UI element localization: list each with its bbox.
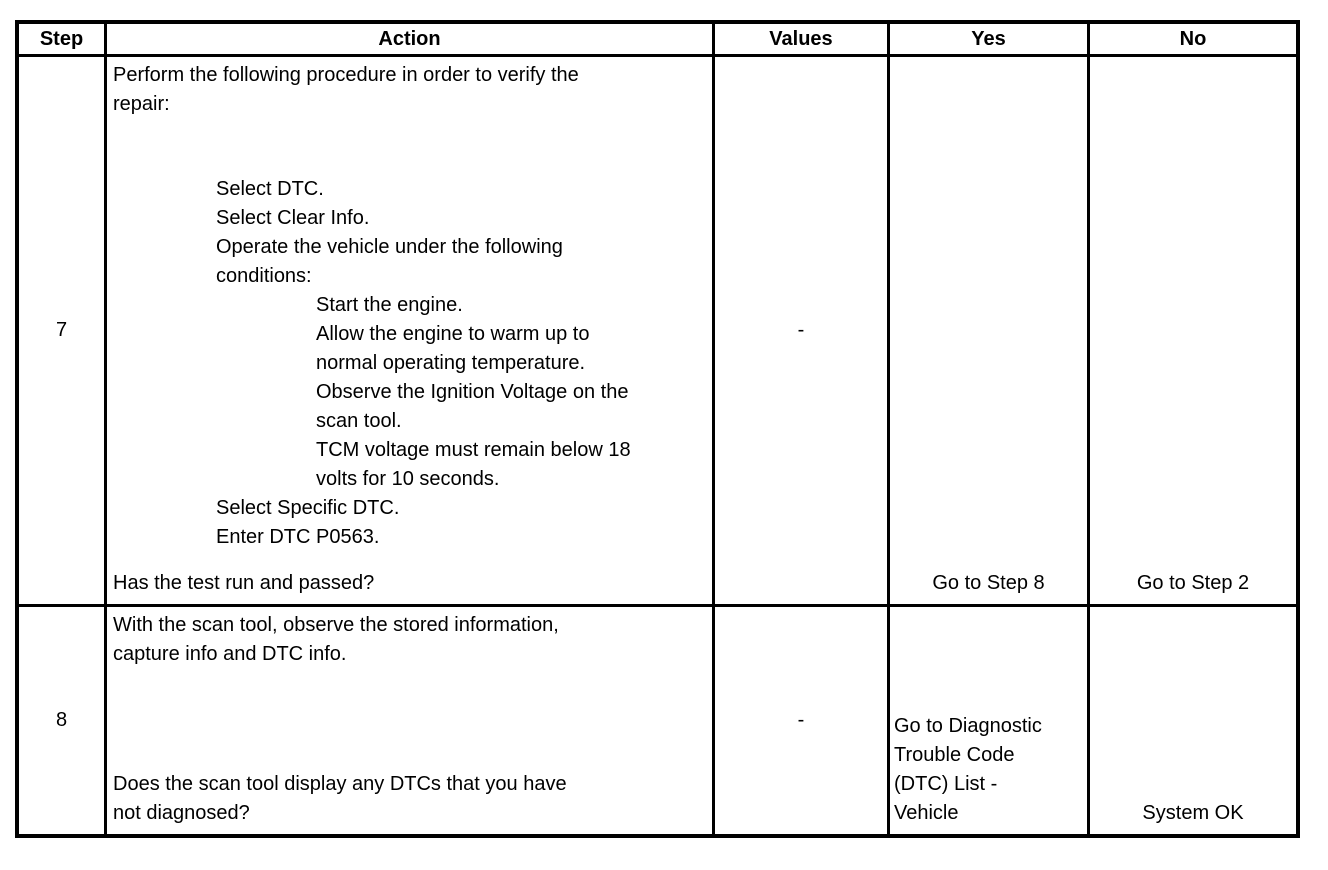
no-cell-step8: System OK	[1090, 607, 1296, 834]
yes-goto-text: Trouble Code	[894, 744, 1015, 766]
action-intro-line: With the scan tool, observe the stored i…	[113, 614, 559, 636]
action-list-line: volts for 10 seconds.	[316, 468, 500, 490]
header-action: Action	[107, 24, 712, 54]
no-cell-step7: Go to Step 2	[1090, 57, 1296, 604]
action-list-line: conditions:	[216, 265, 312, 287]
yes-goto-text: (DTC) List -	[894, 773, 998, 795]
action-intro-line: repair:	[113, 93, 170, 115]
values-cell-step8: -	[715, 607, 887, 834]
no-goto-text: Go to Step 2	[1136, 572, 1250, 594]
action-list-line: Allow the engine to warm up to	[316, 323, 590, 345]
action-cell-step7: Perform the following procedure in order…	[107, 57, 712, 604]
action-question-line: not diagnosed?	[113, 802, 250, 824]
header-yes: Yes	[890, 24, 1087, 54]
action-list-line: Operate the vehicle under the following	[216, 236, 563, 258]
action-list-line: Observe the Ignition Voltage on the	[316, 381, 629, 403]
step-number-7: 7	[19, 57, 104, 604]
action-list-line: Start the engine.	[316, 294, 463, 316]
action-list-line: scan tool.	[316, 410, 402, 432]
no-status-text: System OK	[1142, 802, 1244, 824]
action-list-line: Select Specific DTC.	[216, 497, 400, 519]
header-values: Values	[715, 24, 887, 54]
action-list-line: TCM voltage must remain below 18	[316, 439, 631, 461]
values-cell-step7: -	[715, 57, 887, 604]
yes-goto-text: Go to Step 8	[932, 572, 1045, 594]
step-number-8: 8	[19, 607, 104, 834]
action-question: Has the test run and passed?	[113, 572, 375, 594]
action-intro-line: capture info and DTC info.	[113, 643, 347, 665]
spacer	[113, 119, 706, 175]
action-cell-step8: With the scan tool, observe the stored i…	[107, 607, 712, 834]
diagnostic-steps-table: Step Action Values Yes No 7 Perform the …	[15, 20, 1300, 838]
yes-cell-step8: Go to Diagnostic Trouble Code (DTC) List…	[890, 607, 1087, 834]
action-intro-line: Perform the following procedure in order…	[113, 64, 579, 86]
yes-goto-text: Go to Diagnostic	[894, 715, 1042, 737]
header-no: No	[1090, 24, 1296, 54]
action-list-line: Enter DTC P0563.	[216, 526, 380, 548]
header-step: Step	[19, 24, 104, 54]
action-question: Does the scan tool display any DTCs that…	[113, 773, 567, 795]
yes-goto-text: Vehicle	[894, 802, 959, 824]
action-list-line: normal operating temperature.	[316, 352, 586, 374]
action-list-line: Select DTC.	[216, 178, 324, 200]
action-list-line: Select Clear Info.	[216, 207, 370, 229]
yes-cell-step7: Go to Step 8	[890, 57, 1087, 604]
